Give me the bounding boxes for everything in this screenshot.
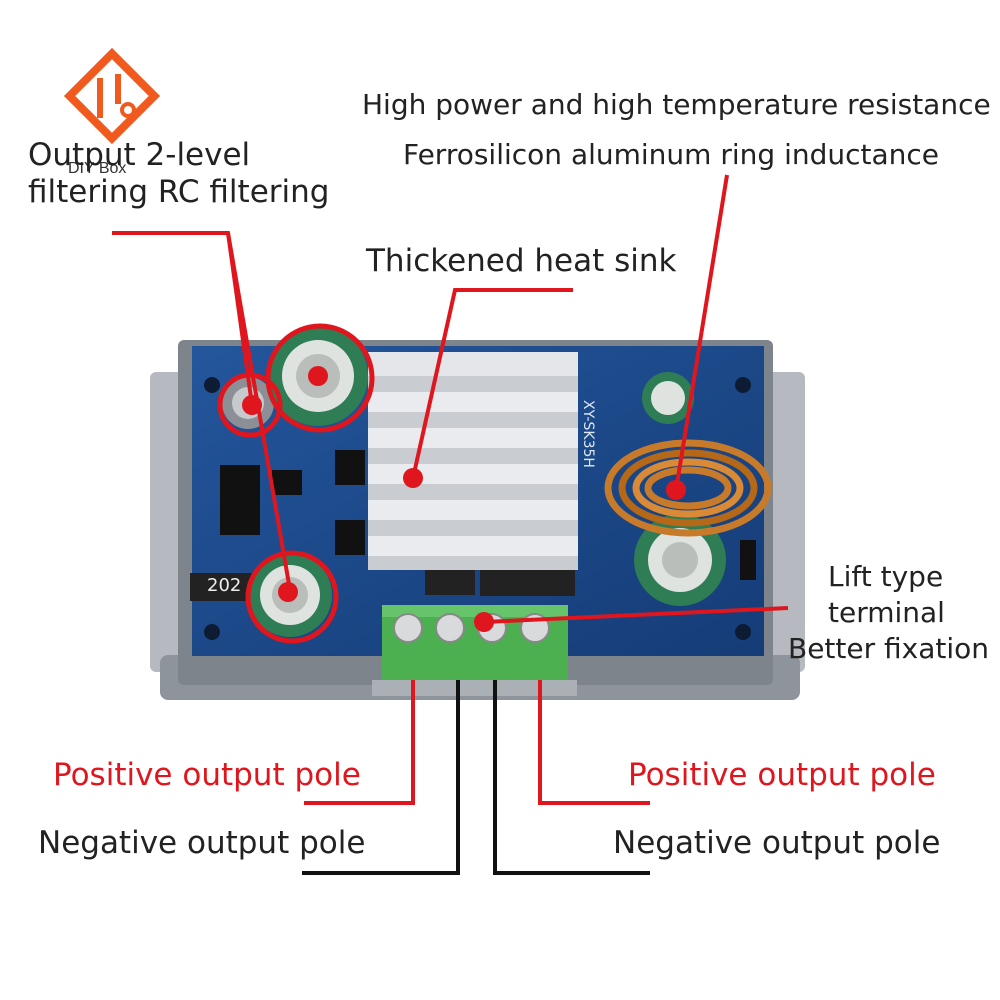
inductance-label: Ferrosilicon aluminum ring inductance <box>403 138 940 171</box>
terminal-label-line3: Better fixation <box>788 632 990 665</box>
terminal-label-line2: terminal <box>828 596 945 629</box>
chip-marking: 202 <box>207 575 242 596</box>
terminal-label-line1: Lift type <box>828 560 944 593</box>
board-marking: XY-SK35H <box>580 400 596 468</box>
diy-box-logo-icon <box>63 47 161 145</box>
leader-lines-red <box>112 174 789 805</box>
positive-pole-right-label: Positive output pole <box>628 757 936 793</box>
positive-pole-left-label: Positive output pole <box>53 757 361 793</box>
high-power-label: High power and high temperature resistan… <box>362 88 991 121</box>
inductor-coil <box>604 439 772 537</box>
negative-pole-left-label: Negative output pole <box>38 825 366 861</box>
logo-text: DIY Box <box>68 160 127 177</box>
rc-filter-label-line2: filtering RC filtering <box>28 174 330 210</box>
callout-circles <box>217 323 375 644</box>
leader-lines-black <box>302 680 650 875</box>
rc-filter-label-line1: Output 2-level <box>28 137 251 173</box>
heat-sink <box>368 352 578 570</box>
terminal-block <box>372 605 577 696</box>
negative-pole-right-label: Negative output pole <box>613 825 941 861</box>
heat-sink-label: Thickened heat sink <box>366 243 677 279</box>
